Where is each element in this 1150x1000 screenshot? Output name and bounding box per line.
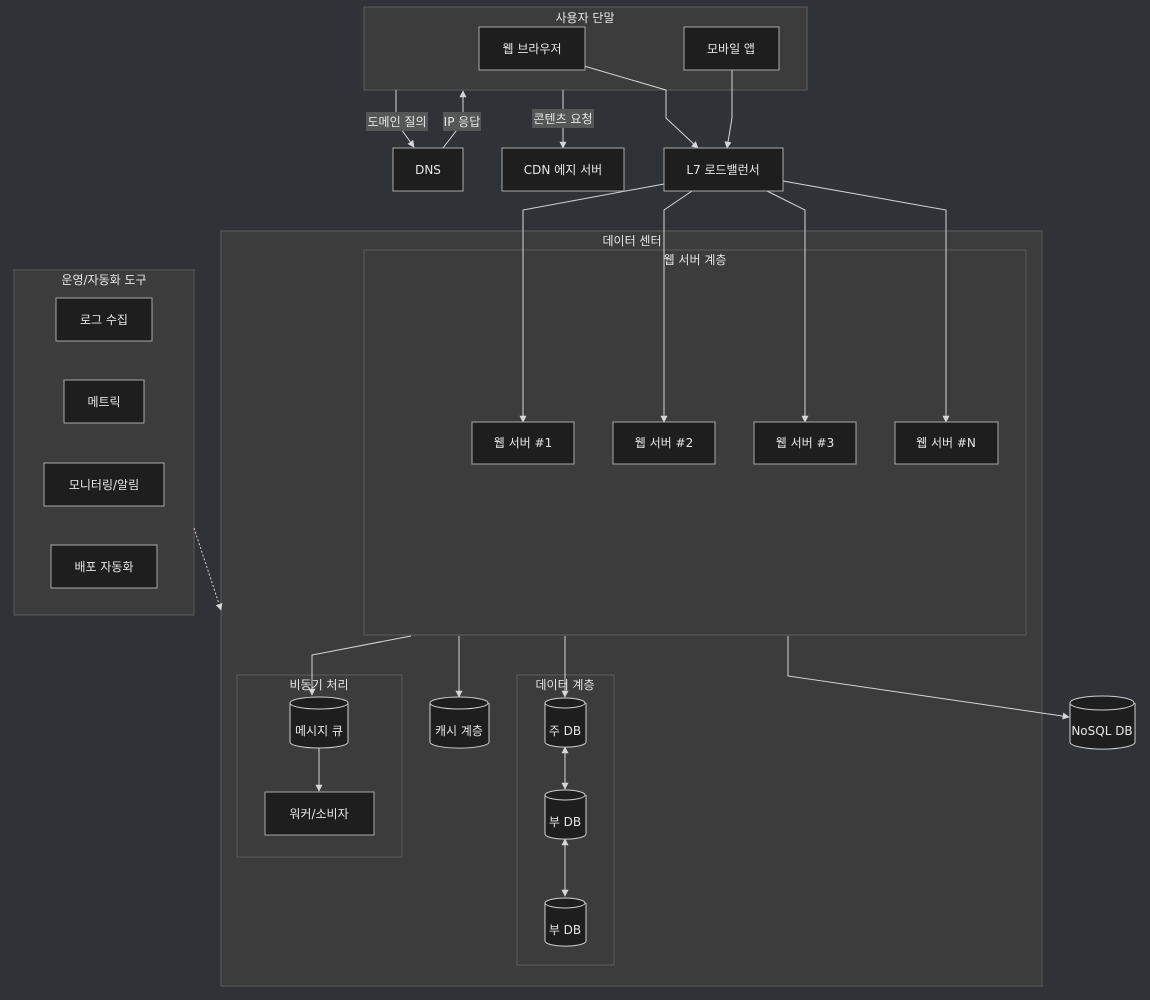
node-web-browser[interactable]: 웹 브라우저 (478, 26, 586, 71)
svg-text:CDN 에지 서버: CDN 에지 서버 (524, 163, 602, 177)
svg-text:부 DB: 부 DB (549, 815, 581, 829)
node-cache-tier[interactable]: 캐시 계층 (429, 696, 490, 749)
edge-web-to-nosql (787, 636, 1070, 720)
group-web-tier-label: 웹 서버 계층 (664, 253, 727, 267)
svg-text:캐시 계층: 캐시 계층 (435, 724, 483, 738)
svg-text:NoSQL DB: NoSQL DB (1071, 724, 1132, 738)
node-web-server-3[interactable]: 웹 서버 #3 (753, 421, 857, 465)
svg-text:IP 응답: IP 응답 (444, 115, 481, 129)
node-dns[interactable]: DNS (392, 147, 464, 192)
edge-lb-to-web2 (660, 190, 693, 423)
svg-text:주 DB: 주 DB (549, 724, 581, 738)
node-primary-db[interactable]: 주 DB (544, 697, 587, 748)
svg-text:웹 서버 #3: 웹 서버 #3 (776, 436, 834, 450)
edge-label-domain-query: 도메인 질의 (366, 112, 428, 131)
svg-text:도메인 질의: 도메인 질의 (367, 115, 426, 129)
svg-text:웹 서버 #2: 웹 서버 #2 (635, 436, 693, 450)
group-async-label: 비동기 처리 (289, 678, 348, 692)
node-replica-db-1[interactable]: 부 DB (544, 789, 587, 840)
node-load-balancer[interactable]: L7 로드밸런서 (663, 147, 784, 192)
svg-text:메시지 큐: 메시지 큐 (295, 724, 343, 738)
edge-lb-to-web1 (519, 183, 665, 423)
node-deploy-automation[interactable]: 배포 자동화 (50, 544, 158, 589)
edge-web-to-mq (308, 635, 412, 696)
svg-text:메트릭: 메트릭 (87, 395, 120, 409)
edge-browser-to-lb (583, 65, 699, 149)
edge-label-content-request: 콘텐츠 요청 (532, 109, 594, 128)
node-web-server-1[interactable]: 웹 서버 #1 (471, 421, 575, 465)
edge-mobile-to-lb (724, 70, 733, 149)
svg-text:L7 로드밸런서: L7 로드밸런서 (686, 163, 759, 177)
edge-ops-to-datacenter (193, 527, 223, 611)
edge-lb-to-webn (782, 180, 950, 423)
edge-label-ip-response: IP 응답 (443, 112, 481, 131)
svg-text:모니터링/알림: 모니터링/알림 (69, 478, 139, 492)
group-datacenter-label: 데이터 센터 (602, 234, 661, 248)
svg-text:콘텐츠 요청: 콘텐츠 요청 (533, 112, 592, 126)
svg-text:DNS: DNS (415, 163, 441, 177)
node-log-collection[interactable]: 로그 수집 (55, 297, 153, 342)
svg-text:부 DB: 부 DB (549, 923, 581, 937)
svg-text:웹 서버 #N: 웹 서버 #N (916, 436, 976, 450)
node-mobile-app[interactable]: 모바일 앱 (683, 26, 780, 71)
svg-text:모바일 앱: 모바일 앱 (707, 42, 755, 56)
edges (193, 65, 1070, 897)
node-nosql-db[interactable]: NoSQL DB (1069, 695, 1136, 750)
group-user-devices-label: 사용자 단말 (555, 11, 614, 25)
group-ops-tools-label: 운영/자동화 도구 (61, 273, 146, 287)
edge-lb-to-web3 (766, 190, 809, 423)
svg-text:웹 서버 #1: 웹 서버 #1 (494, 436, 552, 450)
node-metrics[interactable]: 메트릭 (63, 379, 145, 424)
node-web-server-2[interactable]: 웹 서버 #2 (612, 421, 716, 465)
svg-text:배포 자동화: 배포 자동화 (74, 560, 133, 574)
node-cdn[interactable]: CDN 에지 서버 (501, 147, 625, 192)
node-web-server-n[interactable]: 웹 서버 #N (894, 421, 999, 465)
node-message-queue[interactable]: 메시지 큐 (289, 696, 349, 749)
svg-text:웹 브라우저: 웹 브라우저 (502, 42, 561, 56)
node-replica-db-2[interactable]: 부 DB (544, 897, 587, 947)
svg-text:워커/소비자: 워커/소비자 (289, 807, 348, 821)
node-monitoring[interactable]: 모니터링/알림 (43, 462, 165, 507)
node-worker[interactable]: 워커/소비자 (264, 791, 375, 836)
svg-text:로그 수집: 로그 수집 (80, 313, 128, 327)
